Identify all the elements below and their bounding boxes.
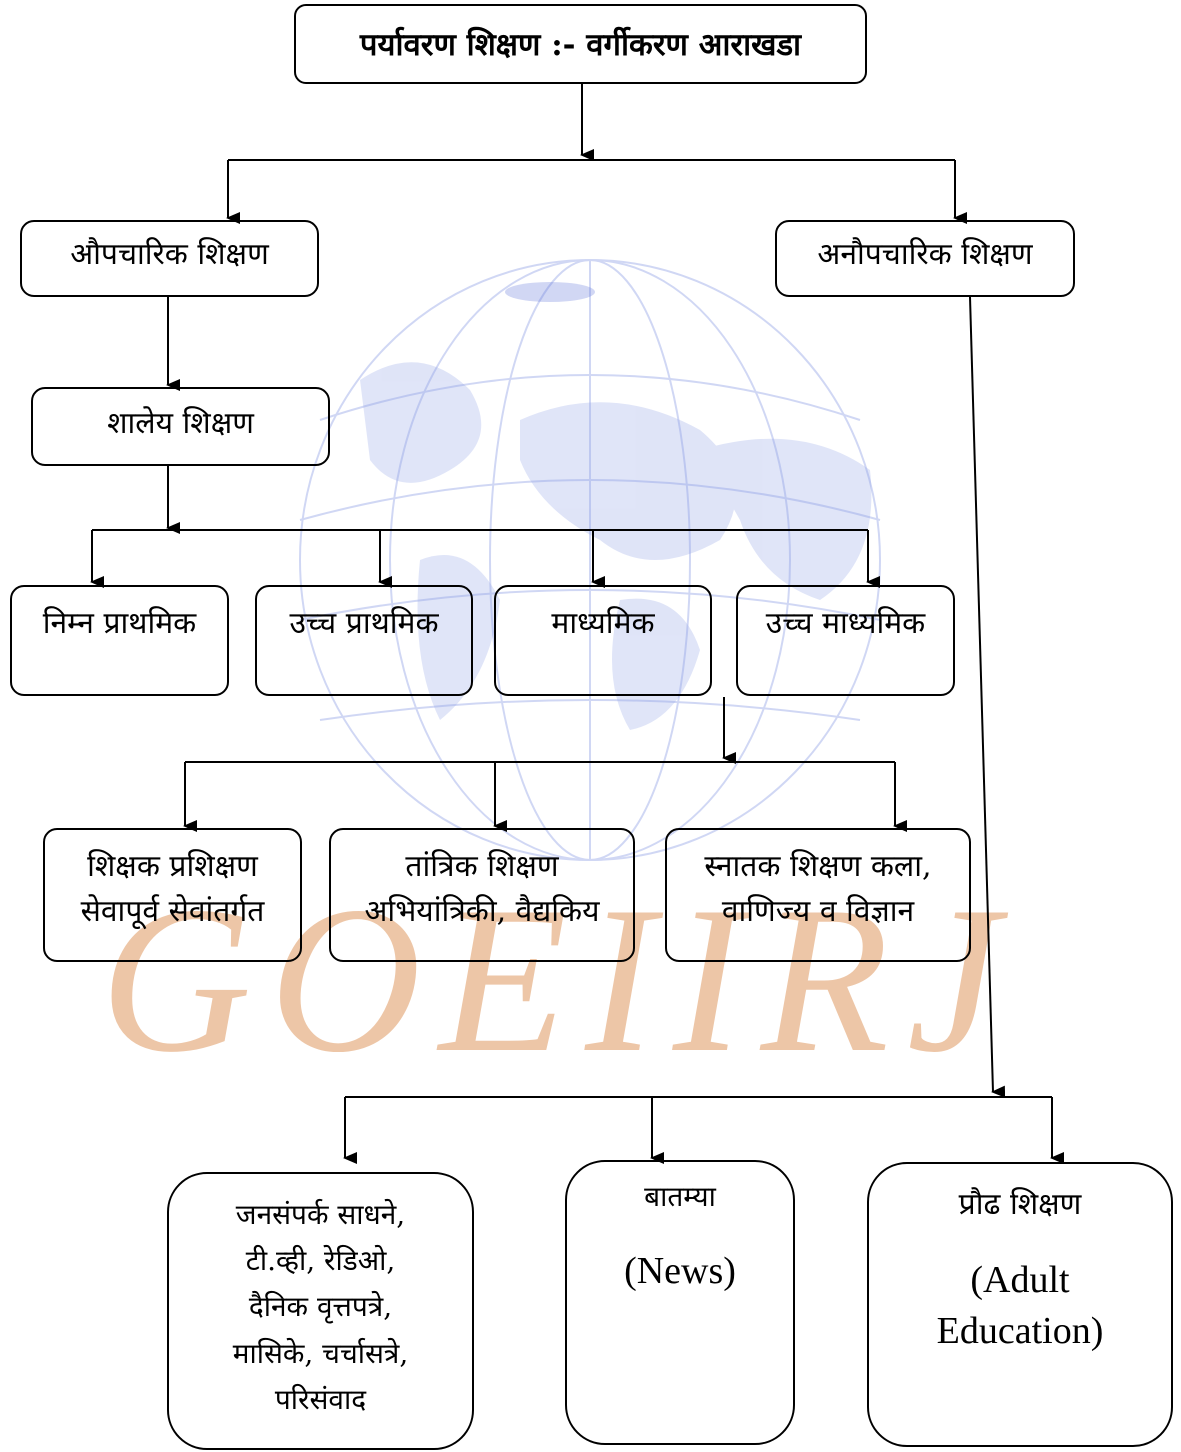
level-box-higher-secondary: उच्च माध्यमिक: [736, 585, 955, 696]
adult-education-label: प्रौढ शिक्षण: [958, 1187, 1082, 1222]
informal-education-box: अनौपचारिक शिक्षण: [775, 220, 1075, 297]
mass-media-box: जनसंपर्क साधने, टी.व्ही, रेडिओ, दैनिक वृ…: [167, 1172, 474, 1450]
graduate-education-line-1: स्नातक शिक्षण कला,: [704, 849, 932, 884]
adult-education-box: प्रौढ शिक्षण (Adult Education): [867, 1162, 1173, 1447]
technical-education-box: तांत्रिक शिक्षण अभियांत्रिकी, वैद्यकिय: [329, 828, 635, 962]
mass-media-line-2: टी.व्ही, रेडिओ,: [245, 1244, 396, 1278]
watermark-text: GOEIIRJ: [100, 864, 1009, 1096]
technical-education-line-2: अभियांत्रिकी, वैद्यकिय: [364, 894, 600, 929]
teacher-training-line-1: शिक्षक प्रशिक्षण: [87, 849, 258, 884]
teacher-training-box: शिक्षक प्रशिक्षण सेवापूर्व सेवांतर्गत: [43, 828, 302, 962]
adult-education-english-2: Education): [936, 1310, 1104, 1353]
graduate-education-line-2: वाणिज्य व विज्ञान: [721, 894, 915, 929]
level-box-upper-primary: उच्च प्राथमिक: [255, 585, 473, 696]
technical-education-line-1: तांत्रिक शिक्षण: [405, 849, 559, 884]
graduate-education-box: स्नातक शिक्षण कला, वाणिज्य व विज्ञान: [665, 828, 971, 962]
diagram-title: पर्यावरण शिक्षण :- वर्गीकरण आराखडा: [294, 4, 867, 84]
news-english: (News): [624, 1250, 736, 1292]
formal-education-box: औपचारिक शिक्षण: [20, 220, 319, 297]
mass-media-line-5: परिसंवाद: [274, 1382, 367, 1416]
level-box-lower-primary: निम्न प्राथमिक: [10, 585, 229, 696]
teacher-training-line-2: सेवापूर्व सेवांतर्गत: [80, 894, 265, 929]
adult-education-english-1: (Adult: [970, 1259, 1070, 1301]
level-box-secondary: माध्यमिक: [494, 585, 712, 696]
mass-media-line-1: जनसंपर्क साधने,: [235, 1198, 406, 1231]
mass-media-line-4: मासिके, चर्चासत्रे,: [232, 1336, 409, 1370]
news-label: बातम्या: [644, 1180, 716, 1213]
school-education-box: शालेय शिक्षण: [31, 387, 330, 466]
news-box: बातम्या (News): [565, 1160, 795, 1445]
mass-media-line-3: दैनिक वृत्तपत्रे,: [248, 1290, 393, 1324]
